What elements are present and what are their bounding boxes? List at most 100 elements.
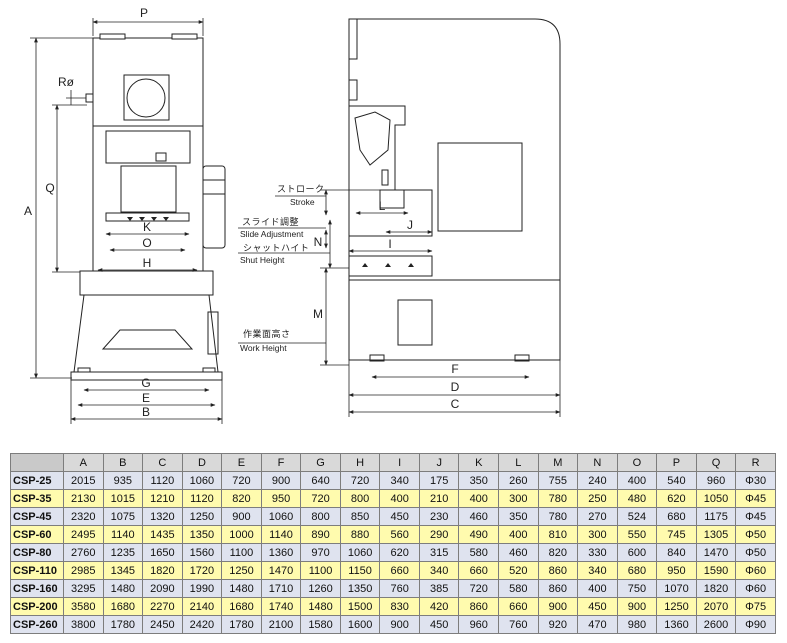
value-cell: 1015 bbox=[102, 489, 144, 508]
label-B: B bbox=[142, 405, 150, 419]
value-cell: 240 bbox=[577, 471, 618, 490]
label-D: D bbox=[451, 380, 460, 394]
value-cell: 1150 bbox=[339, 561, 381, 580]
front-view bbox=[70, 33, 226, 381]
column-header-Q: Q bbox=[695, 453, 737, 472]
value-cell: 860 bbox=[537, 579, 579, 598]
value-cell: 400 bbox=[577, 579, 618, 598]
column-header-G: G bbox=[300, 453, 341, 472]
column-header-M: M bbox=[537, 453, 579, 472]
value-cell: 1480 bbox=[221, 579, 262, 598]
column-header-A: A bbox=[63, 453, 104, 472]
value-cell: 420 bbox=[418, 597, 460, 616]
value-cell: 755 bbox=[537, 471, 579, 490]
value-cell: 810 bbox=[537, 525, 579, 544]
column-header-D: D bbox=[181, 453, 223, 472]
column-header-B: B bbox=[102, 453, 144, 472]
value-cell: 980 bbox=[616, 615, 658, 634]
model-cell: CSP-260 bbox=[10, 615, 64, 634]
label-J: J bbox=[407, 218, 413, 232]
value-cell: 850 bbox=[339, 507, 381, 526]
value-cell: 1470 bbox=[695, 543, 737, 562]
label-E: E bbox=[142, 391, 150, 405]
value-cell: 720 bbox=[339, 471, 381, 490]
value-cell: Φ30 bbox=[735, 471, 776, 490]
value-cell: 1140 bbox=[260, 525, 302, 544]
value-cell: 3800 bbox=[63, 615, 104, 634]
value-cell: 1600 bbox=[339, 615, 381, 634]
value-cell: 820 bbox=[221, 489, 262, 508]
value-cell: 970 bbox=[300, 543, 341, 562]
value-cell: 2420 bbox=[181, 615, 223, 634]
value-cell: 490 bbox=[458, 525, 500, 544]
value-cell: 800 bbox=[339, 489, 381, 508]
value-cell: 840 bbox=[656, 543, 697, 562]
value-cell: 270 bbox=[577, 507, 618, 526]
label-N: N bbox=[314, 235, 323, 249]
column-header-R: R bbox=[735, 453, 776, 472]
value-cell: 1120 bbox=[142, 471, 183, 490]
value-cell: 1250 bbox=[181, 507, 223, 526]
value-cell: 1175 bbox=[695, 507, 737, 526]
note-stroke-jp: ストローク bbox=[277, 184, 325, 194]
value-cell: 1580 bbox=[300, 615, 341, 634]
value-cell: 950 bbox=[656, 561, 697, 580]
label-K: K bbox=[143, 220, 151, 234]
note-shut-en: Shut Height bbox=[240, 255, 285, 265]
value-cell: 2760 bbox=[63, 543, 104, 562]
value-cell: 540 bbox=[656, 471, 697, 490]
value-cell: Φ50 bbox=[735, 543, 776, 562]
value-cell: 1590 bbox=[695, 561, 737, 580]
value-cell: 470 bbox=[577, 615, 618, 634]
label-G: G bbox=[141, 376, 150, 390]
value-cell: 315 bbox=[418, 543, 460, 562]
value-cell: 2270 bbox=[142, 597, 183, 616]
table-corner-cell bbox=[10, 453, 64, 472]
value-cell: 920 bbox=[537, 615, 579, 634]
label-L: L bbox=[379, 199, 386, 213]
value-cell: 745 bbox=[656, 525, 697, 544]
value-cell: 1050 bbox=[695, 489, 737, 508]
model-cell: CSP-45 bbox=[10, 507, 64, 526]
note-stroke-en: Stroke bbox=[290, 197, 315, 207]
note-work-jp: 作業面高さ bbox=[243, 328, 291, 339]
value-cell: 3295 bbox=[63, 579, 104, 598]
value-cell: Φ60 bbox=[735, 579, 776, 598]
value-cell: 935 bbox=[102, 471, 144, 490]
value-cell: 400 bbox=[498, 525, 539, 544]
note-shut-jp: シャットハイト bbox=[243, 243, 309, 253]
column-header-K: K bbox=[458, 453, 500, 472]
value-cell: 250 bbox=[577, 489, 618, 508]
value-cell: 1780 bbox=[221, 615, 262, 634]
value-cell: 450 bbox=[379, 507, 420, 526]
note-slide-jp: スライド調整 bbox=[242, 216, 299, 227]
value-cell: 780 bbox=[537, 489, 579, 508]
value-cell: 580 bbox=[498, 579, 539, 598]
value-cell: 1560 bbox=[181, 543, 223, 562]
value-cell: 330 bbox=[577, 543, 618, 562]
value-cell: 450 bbox=[418, 615, 460, 634]
value-cell: 660 bbox=[379, 561, 420, 580]
value-cell: 350 bbox=[458, 471, 500, 490]
value-cell: 480 bbox=[616, 489, 658, 508]
value-cell: 340 bbox=[418, 561, 460, 580]
value-cell: 900 bbox=[260, 471, 302, 490]
value-cell: 260 bbox=[498, 471, 539, 490]
value-cell: 750 bbox=[616, 579, 658, 598]
label-I: I bbox=[388, 237, 391, 251]
value-cell: 1140 bbox=[102, 525, 144, 544]
value-cell: 1060 bbox=[339, 543, 381, 562]
value-cell: 2600 bbox=[695, 615, 737, 634]
value-cell: 1720 bbox=[181, 561, 223, 580]
model-cell: CSP-35 bbox=[10, 489, 64, 508]
value-cell: Φ60 bbox=[735, 561, 776, 580]
column-header-C: C bbox=[142, 453, 183, 472]
value-cell: 1100 bbox=[221, 543, 262, 562]
label-F: F bbox=[451, 362, 458, 376]
value-cell: Φ75 bbox=[735, 597, 776, 616]
value-cell: 1480 bbox=[300, 597, 341, 616]
value-cell: 2130 bbox=[63, 489, 104, 508]
